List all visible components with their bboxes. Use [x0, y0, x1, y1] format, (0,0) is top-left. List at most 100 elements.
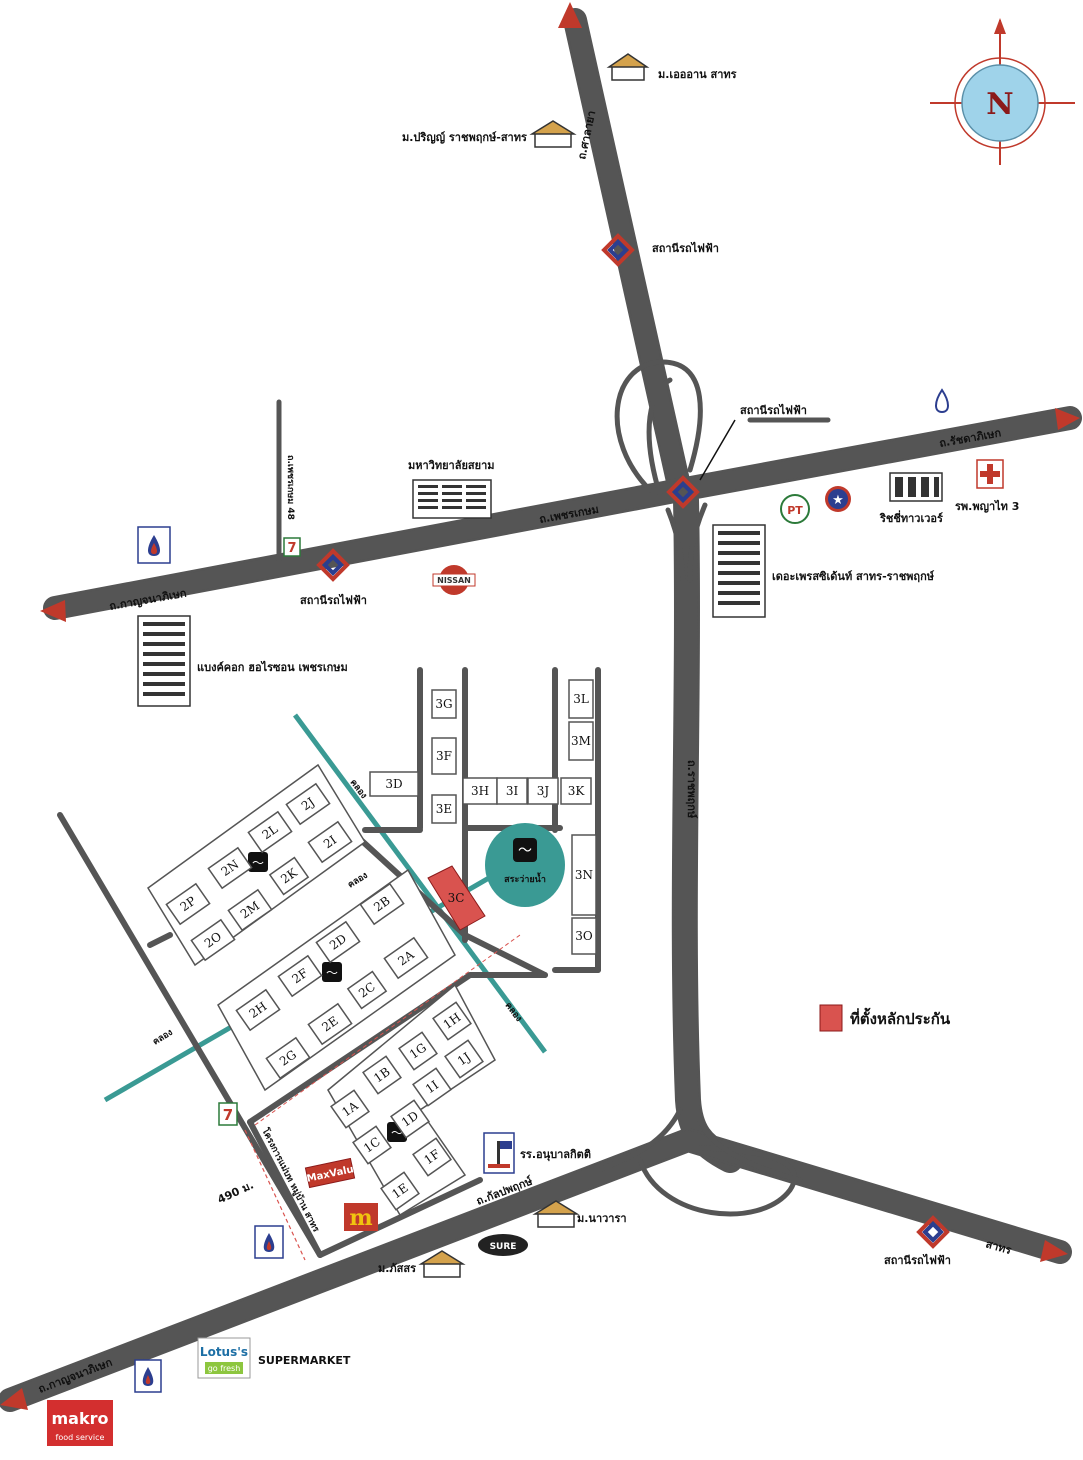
legend-swatch	[819, 1004, 843, 1032]
station-icon	[316, 233, 950, 1249]
bangkok-hotel-label: แบงค์คอก ฮอไรซอน เพชรเกษม	[197, 660, 348, 674]
supermarket-label: SUPERMARKET	[258, 1354, 351, 1367]
svg-text:go fresh: go fresh	[208, 1364, 241, 1373]
makro-logo: makro food service	[47, 1400, 113, 1446]
block-label-3N: 3N	[575, 868, 593, 882]
block-label-3F: 3F	[436, 749, 452, 763]
station-3-label: สถานีรถไฟฟ้า	[300, 593, 367, 607]
svg-text:PT: PT	[787, 504, 803, 517]
station-1-label: สถานีรถไฟฟ้า	[652, 241, 719, 255]
block-label-3O: 3O	[575, 929, 593, 943]
mooban-narawa-label: ม.นาวารา	[577, 1212, 627, 1225]
block-2F: 2F	[277, 954, 323, 998]
hospital-label: รพ.พญาไท 3	[955, 499, 1019, 513]
svg-text:food service: food service	[56, 1433, 105, 1442]
seven-eleven-icon: 7 7	[218, 537, 301, 1126]
pool-label: สระว่ายน้ำ	[504, 872, 546, 885]
block-1G: 1G	[398, 1031, 438, 1071]
project-roads	[57, 667, 601, 1258]
block-3L: 3L	[568, 679, 594, 719]
block-1F: 1F	[412, 1137, 452, 1177]
svg-text:〜: 〜	[518, 843, 532, 859]
block-2D: 2D	[315, 920, 361, 964]
lotus-logo: Lotus's go fresh	[197, 1337, 251, 1379]
legend-label: ที่ตั้งหลักประกัน	[850, 1007, 951, 1028]
svg-text:〜: 〜	[326, 966, 338, 980]
gas-station-icon	[134, 388, 949, 1393]
block-3O: 3O	[571, 917, 597, 955]
canal-label-3: คลอง	[151, 1028, 174, 1048]
block-2G: 2G	[265, 1036, 311, 1080]
canal-label-2: คลอง	[346, 871, 369, 891]
pool	[485, 823, 565, 907]
pt-logo: PT	[780, 494, 810, 524]
sure-logo: SURE	[478, 1234, 528, 1256]
block-1J: 1J	[444, 1039, 484, 1079]
block-label-3L: 3L	[573, 692, 589, 706]
block-2H: 2H	[235, 988, 281, 1032]
svg-text:SURE: SURE	[490, 1242, 517, 1252]
svg-text:★: ★	[832, 493, 844, 508]
block-3N: 3N	[571, 834, 597, 916]
block-2A: 2A	[383, 936, 429, 980]
block-label-3I: 3I	[506, 784, 519, 798]
block-1B: 1B	[362, 1055, 402, 1095]
block-label-3J: 3J	[537, 784, 550, 798]
svg-text:m: m	[349, 1205, 372, 1231]
block-label-3H: 3H	[471, 784, 489, 798]
nissan-logo: NISSAN	[432, 565, 476, 595]
block-3F: 3F	[431, 737, 457, 775]
swim-icon: 〜 〜 〜	[248, 852, 407, 1142]
svg-text:7: 7	[223, 1106, 233, 1124]
block-1D: 1D	[390, 1099, 430, 1139]
legend: ที่ตั้งหลักประกัน	[819, 1004, 951, 1032]
compass-north-letter: N	[986, 87, 1013, 122]
siam-university-label: มหาวิทยาลัยสยาม	[408, 459, 495, 472]
block-label-3D: 3D	[385, 777, 402, 791]
school-icon	[483, 1132, 515, 1174]
block-2L: 2L	[247, 810, 293, 854]
siam-university-building	[412, 479, 492, 519]
block-3M: 3M	[568, 721, 594, 761]
block-label-3E: 3E	[436, 802, 452, 816]
block-2C: 2C	[346, 970, 388, 1010]
block-3D: 3D	[369, 771, 419, 797]
block-label-3G: 3G	[435, 697, 452, 711]
block-1H: 1H	[432, 1001, 472, 1041]
block-2P: 2P	[165, 882, 211, 926]
block-2E: 2E	[307, 1002, 353, 1046]
block-1E: 1E	[380, 1171, 420, 1211]
kalpapruek-road	[0, 1128, 1072, 1412]
star-icon: ★	[825, 486, 851, 512]
block-1C: 1C	[352, 1125, 392, 1165]
mcdonalds-logo: m	[344, 1203, 378, 1231]
mooban-pariya-label: ม.ปริญญ์ ราชพฤกษ์-สาทร	[402, 131, 527, 144]
block-3E: 3E	[431, 794, 457, 824]
block-label-3C: 3C	[448, 891, 465, 905]
block-label-3M: 3M	[571, 734, 591, 748]
block-3G: 3G	[431, 689, 457, 719]
block-2K: 2K	[268, 856, 310, 896]
block-1I: 1I	[412, 1067, 452, 1107]
svg-text:Lotus's: Lotus's	[200, 1345, 248, 1359]
mooban-top-label: ม.เอออาน สาทร	[658, 68, 737, 81]
block-3H: 3H	[462, 777, 498, 805]
maxvalu-logo: MaxValu	[304, 1157, 356, 1189]
block-3C-collateral[interactable]	[427, 865, 486, 931]
school-label: รร.อนุบาลกิตติ	[520, 1148, 591, 1162]
compass-rose: N	[930, 18, 1075, 165]
ratchaphruek-ns-label: ถ.ราชพฤกษ์	[685, 760, 698, 819]
block-2O: 2O	[190, 918, 236, 962]
station-4-label: สถานีรถไฟฟ้า	[884, 1253, 951, 1267]
house-icon	[418, 53, 650, 1278]
mooban-patsorn-label: ม.ภัสสร	[378, 1262, 416, 1275]
distance-label: 490 ม.	[216, 1178, 256, 1206]
hospital-icon	[976, 459, 1004, 489]
block-2M: 2M	[227, 888, 273, 932]
richie-tower-building	[889, 472, 943, 502]
block-2J: 2J	[285, 782, 331, 826]
richie-tower-label: ริชชี่ทาวเวอร์	[879, 510, 943, 525]
petchkasem-soi-label: ถ.เพชรเกษม 48	[285, 455, 295, 520]
